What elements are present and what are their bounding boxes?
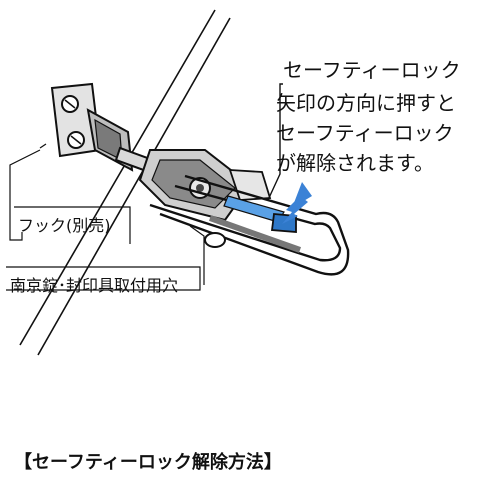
panel-edge-line xyxy=(19,9,216,346)
panel-edge-line xyxy=(37,17,231,356)
instruction-line: 矢印の方向に押すと xyxy=(276,91,456,115)
leader-line xyxy=(189,225,205,285)
hook-label: フック(別売) xyxy=(18,216,111,235)
instruction-line: セーフティーロック xyxy=(276,121,454,145)
instruction-line: が解除されます。 xyxy=(276,151,434,175)
leader-line xyxy=(9,149,41,241)
push-arrow-icon xyxy=(282,182,312,224)
latch-body xyxy=(138,149,350,276)
hole-label-frame xyxy=(6,266,201,291)
leader-line xyxy=(267,83,283,201)
figure-caption: 【セーフティーロック解除方法】 xyxy=(14,452,282,473)
hook-label-frame xyxy=(14,206,131,244)
safety-lock-label: セーフティーロック xyxy=(283,58,461,82)
padlock-hole-label: 南京錠･封印具取付用穴 xyxy=(10,276,179,295)
padlock-hole-icon xyxy=(204,232,226,248)
instruction-text: 矢印の方向に押すと セーフティーロック が解除されます。 xyxy=(276,88,456,178)
